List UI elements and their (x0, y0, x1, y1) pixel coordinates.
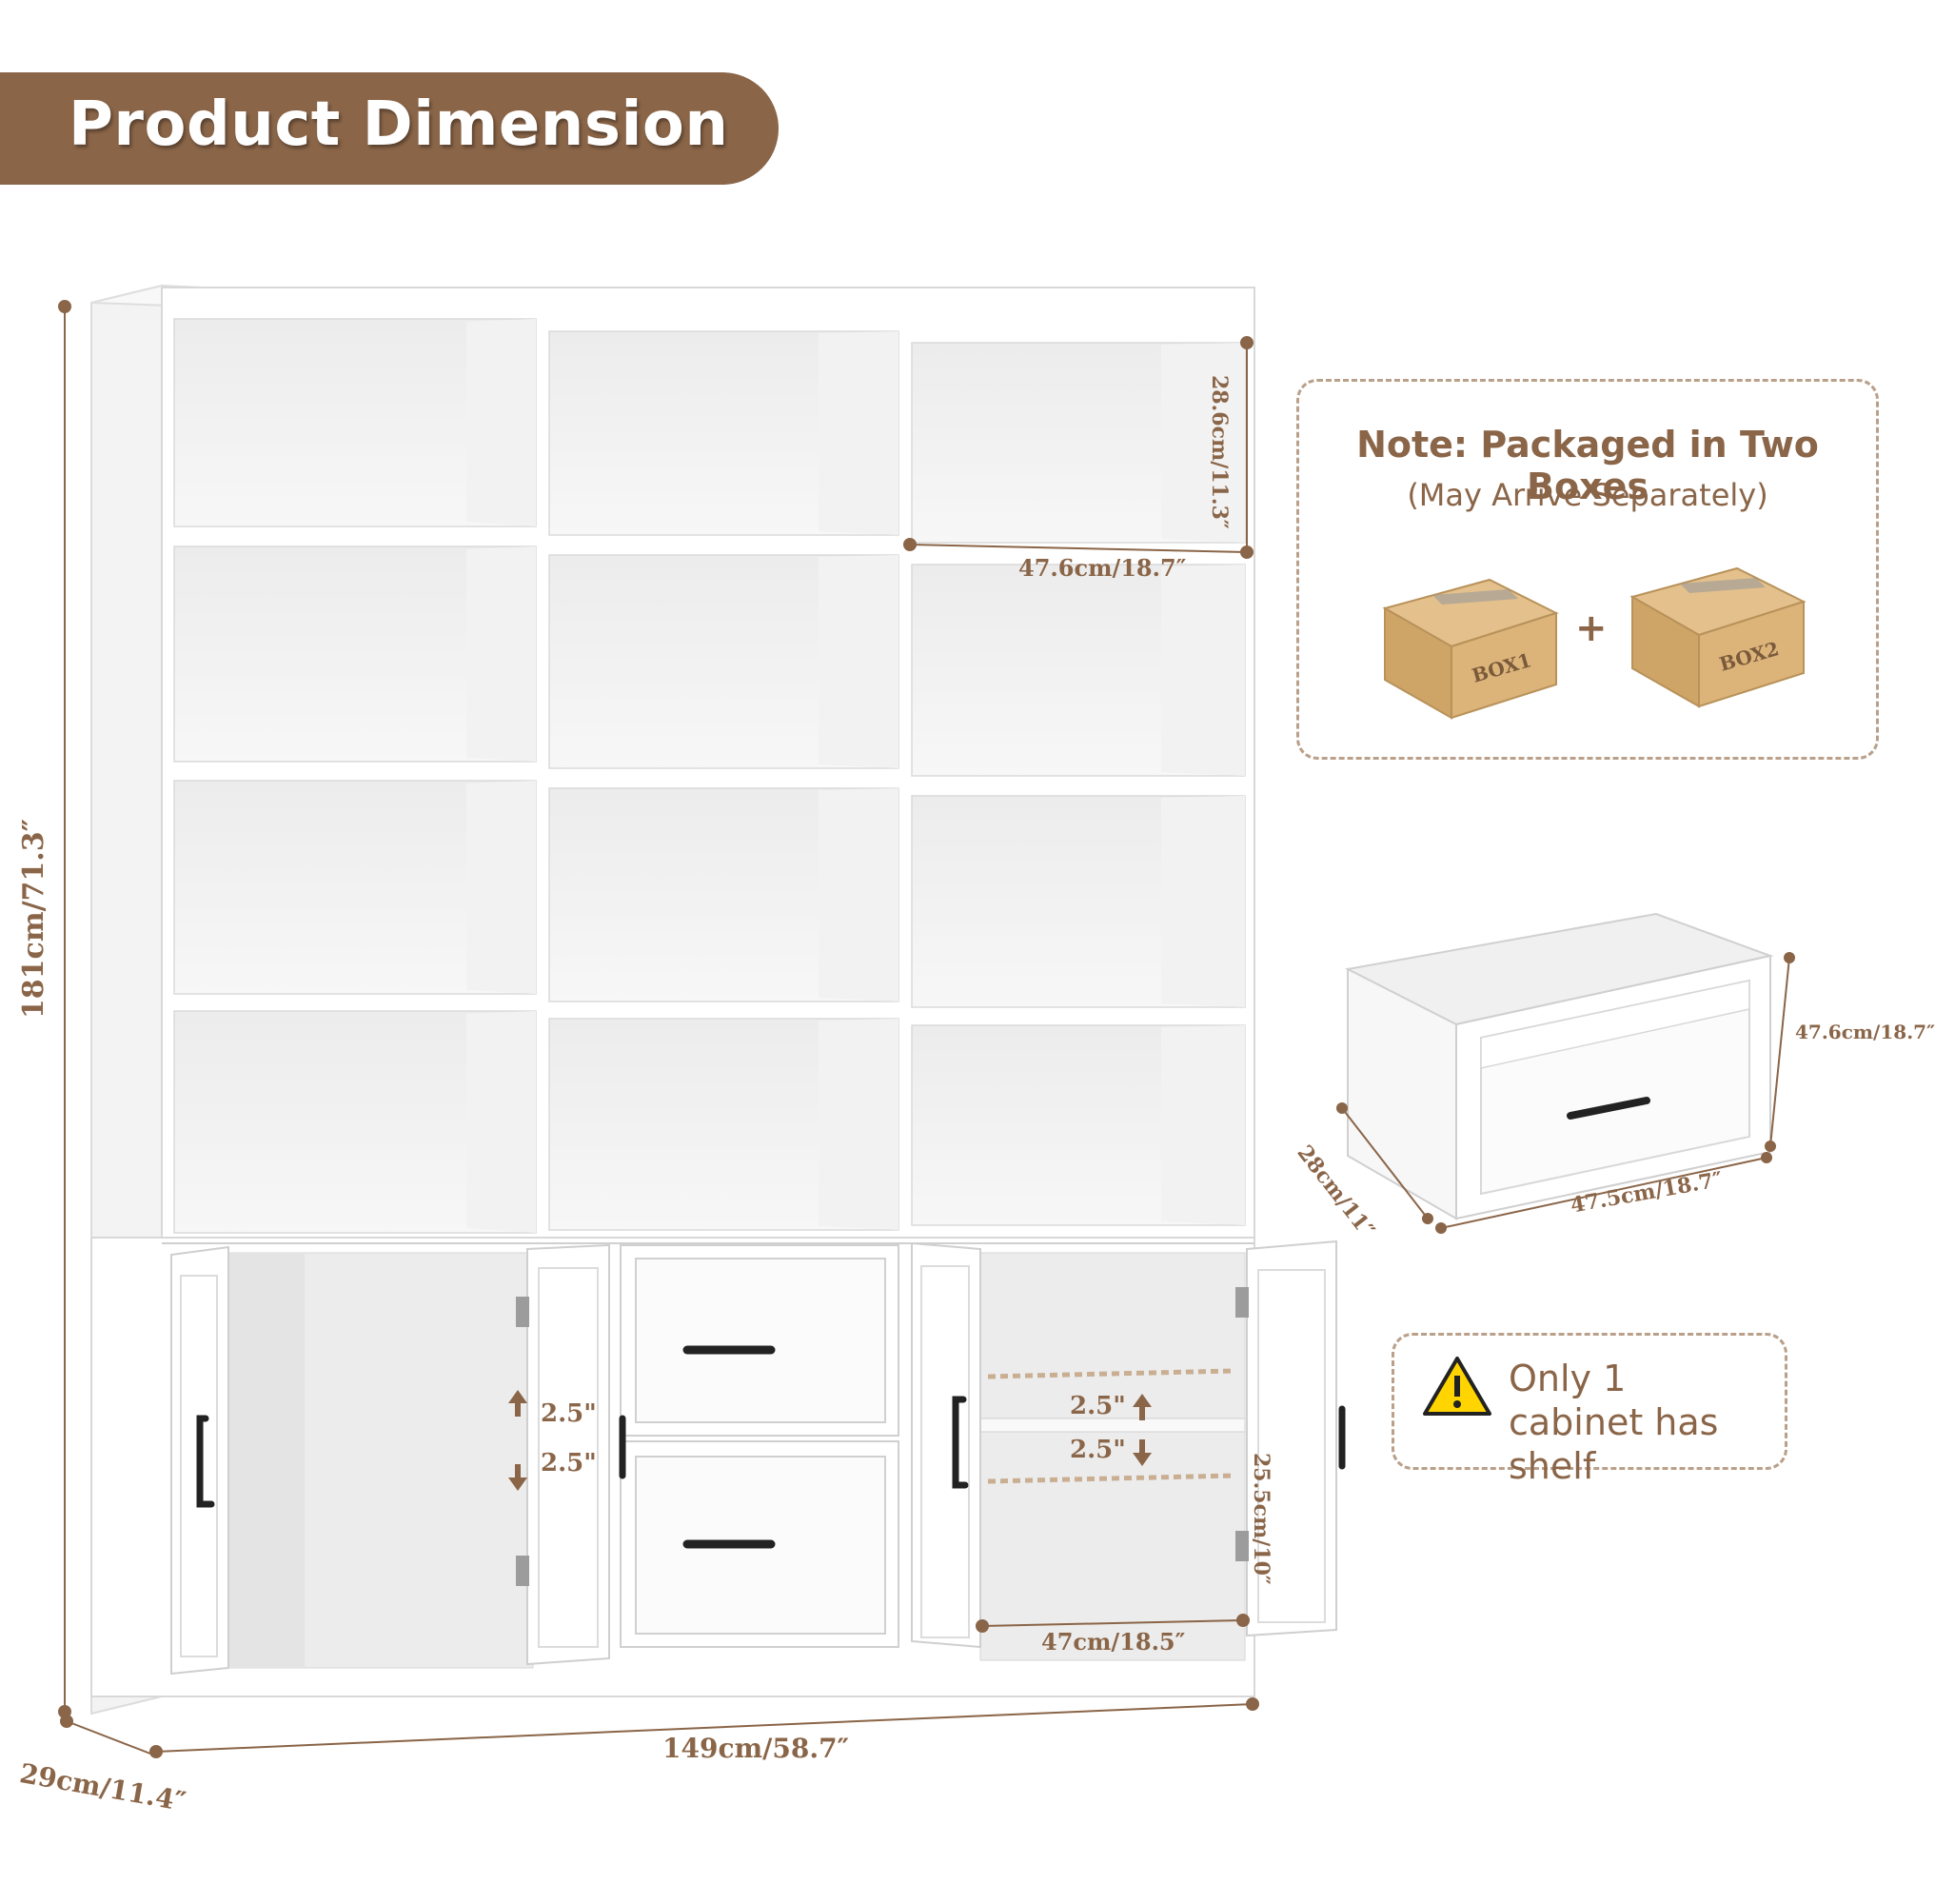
cubby-height-dimension: 28.6cm/11.3″ (1207, 375, 1232, 529)
hinge-down-label: 2.5" (541, 1449, 597, 1478)
shelf-down-label: 2.5" (1070, 1436, 1126, 1464)
title-banner: Product Dimension (0, 72, 779, 185)
shelf-note-text: Only 1 cabinet has shelf (1509, 1358, 1719, 1487)
shelf-up-label: 2.5" (1070, 1392, 1126, 1420)
box-icon: BOX1 (1382, 578, 1559, 720)
plus-sign: + (1575, 606, 1608, 650)
drawer-handle-icon (682, 1345, 776, 1549)
package-note-subtitle: (May Arrive Separately) (1407, 477, 1768, 513)
warning-icon (1423, 1357, 1491, 1416)
shelf-note-callout: Only 1 cabinet has shelf (1392, 1333, 1787, 1487)
drawer-handle-icon (1567, 1097, 1650, 1120)
drawer-detail-illustration (1336, 912, 1795, 1234)
cubby-width-dimension: 47.6cm/18.7″ (1018, 554, 1187, 582)
drawer-height-dimension: 47.6cm/18.7″ (1795, 1021, 1935, 1043)
page-title: Product Dimension (69, 89, 729, 160)
box-icon: BOX2 (1629, 566, 1807, 708)
hinge-up-label: 2.5" (541, 1399, 597, 1428)
width-dimension: 149cm/58.7″ (662, 1733, 850, 1764)
package-note-callout: Note: Packaged in Two Boxes (May Arrive … (1296, 379, 1879, 760)
cabinet-width-dimension: 47cm/18.5″ (1041, 1628, 1186, 1656)
package-note-title: Note: Packaged in Two Boxes (1356, 424, 1819, 507)
height-dimension: 181cm/71.3″ (17, 819, 50, 1020)
cabinet-height-dimension: 25.5cm/10″ (1249, 1453, 1274, 1585)
